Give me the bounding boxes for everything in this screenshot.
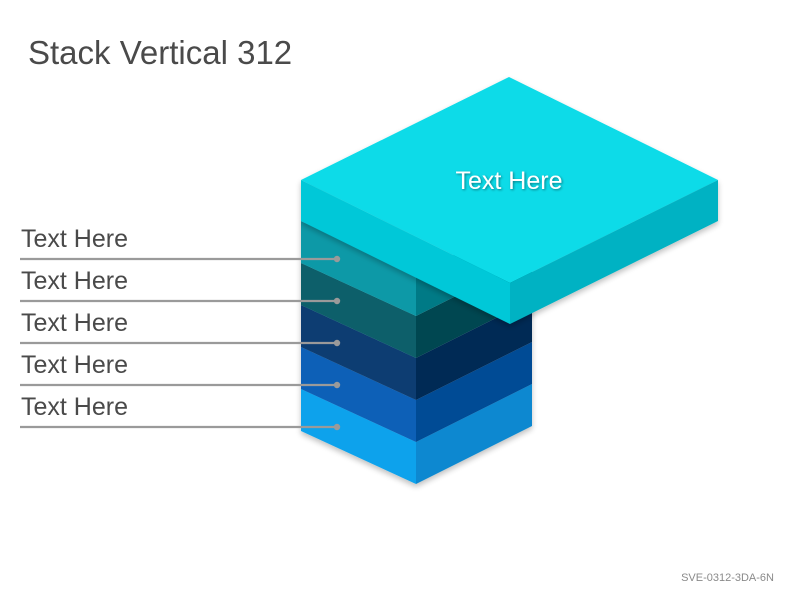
- top-slab-face-top: [301, 77, 718, 283]
- connector-dot-1: [333, 255, 341, 263]
- top-slab-face-right: [510, 180, 718, 324]
- connector-dot-4: [333, 381, 341, 389]
- layer-4-right: [416, 342, 532, 442]
- footer-code: SVE-0312-3DA-6N: [681, 572, 774, 584]
- connector-dot-3: [333, 339, 341, 347]
- top-slab: [301, 77, 718, 324]
- slide-title: Stack Vertical 312: [28, 34, 293, 71]
- top-slab-face-front: [301, 180, 510, 324]
- layer-2-front: [301, 263, 416, 358]
- layer-label-5: Text Here: [21, 393, 128, 421]
- connector-lines: [20, 255, 341, 431]
- connector-dot-2: [333, 297, 341, 305]
- layer-3-front: [301, 305, 416, 400]
- layer-label-3: Text Here: [21, 309, 128, 337]
- top-slab-label: Text Here: [456, 167, 563, 195]
- layer-5-front: [301, 389, 416, 484]
- connector-dot-5: [333, 423, 341, 431]
- layer-5-right: [416, 384, 532, 484]
- layer-3-right: [416, 300, 532, 400]
- layer-4-front: [301, 347, 416, 442]
- layer-label-1: Text Here: [21, 225, 128, 253]
- layer-label-2: Text Here: [21, 267, 128, 295]
- layer-1-front: [301, 221, 416, 316]
- layer-label-4: Text Here: [21, 351, 128, 379]
